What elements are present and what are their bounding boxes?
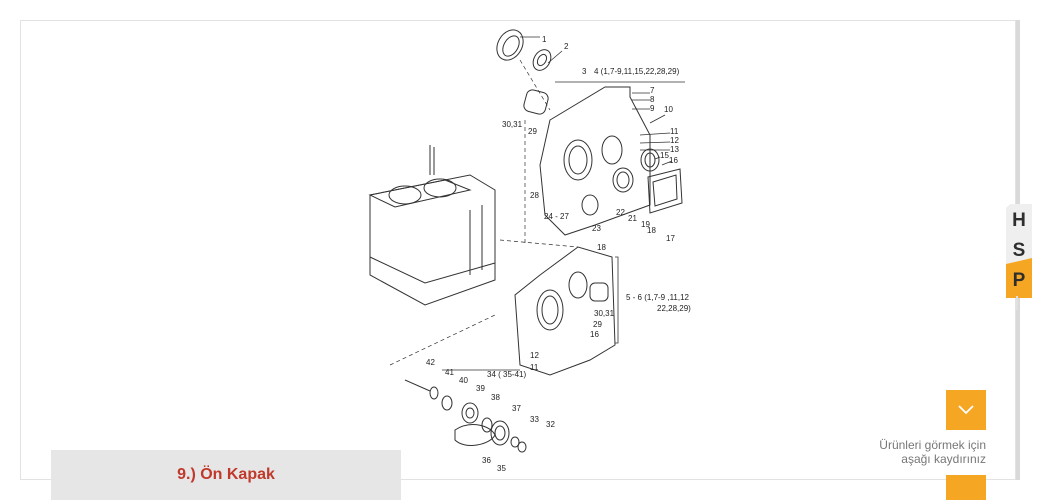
part-label: 12 <box>670 136 679 145</box>
brand-letter-h: H <box>1012 210 1026 231</box>
part-label: 13 <box>670 145 679 154</box>
brand-letter-p: P <box>1012 270 1026 291</box>
part-label: 39 <box>476 384 485 393</box>
part-label: 4 (1,7-9,11,15,22,28,29) <box>594 67 680 76</box>
part-label: 1 <box>542 35 547 44</box>
part-label: 33 <box>530 415 539 424</box>
part-label: 30,31 <box>594 309 615 318</box>
chevron-down-icon <box>958 405 974 415</box>
parts-diagram: 1 2 3 4 (1,7-9,11,15,22,28,29) 7 8 9 10 … <box>368 29 691 473</box>
caption-title: 9.) Ön Kapak <box>177 466 275 483</box>
part-label: 5 - 6 (1,7-9 ,11,12 <box>626 293 690 302</box>
part-label: 8 <box>650 95 655 104</box>
part-labels: 1 2 3 4 (1,7-9,11,15,22,28,29) 7 8 9 10 … <box>426 35 691 473</box>
brand-divider <box>1016 296 1018 310</box>
part-label: 22 <box>616 208 625 217</box>
part-label: 30,31 <box>502 120 523 129</box>
part-label: 40 <box>459 376 468 385</box>
diagram-caption: 9.) Ön Kapak <box>51 450 401 500</box>
part-label: 16 <box>669 156 678 165</box>
part-label: 29 <box>528 127 537 136</box>
part-label: 2 <box>564 42 569 51</box>
product-frame <box>20 20 1016 480</box>
part-label: 29 <box>593 320 602 329</box>
part-label: 32 <box>546 420 555 429</box>
brand-badge <box>1006 204 1032 298</box>
part-label: 22,28,29) <box>657 304 691 313</box>
part-label: 21 <box>628 214 637 223</box>
part-label: 15 <box>660 151 669 160</box>
part-label: 11 <box>530 363 539 372</box>
brand-letter-s: S <box>1012 240 1026 261</box>
part-label: 16 <box>590 330 599 339</box>
part-label: 12 <box>530 351 539 360</box>
scroll-hint-line1: Ürünleri görmek için <box>879 438 986 452</box>
part-label: 23 <box>592 224 601 233</box>
scroll-hint: Ürünleri görmek için aşağı kaydırınız <box>850 438 986 466</box>
hsp-brand-logo[interactable]: H S P <box>1006 204 1032 298</box>
part-label: 18 <box>597 243 606 252</box>
part-label: 10 <box>664 105 673 114</box>
part-label: 9 <box>650 104 655 113</box>
part-label: 18 <box>647 226 656 235</box>
part-label: 41 <box>445 368 454 377</box>
part-label: 3 <box>582 67 587 76</box>
bottom-orange-tab[interactable] <box>946 475 986 500</box>
part-label: 38 <box>491 393 500 402</box>
part-label: 17 <box>666 234 675 243</box>
part-label: 19 <box>641 220 650 229</box>
part-label: 24 - 27 <box>544 212 569 221</box>
part-label: 42 <box>426 358 435 367</box>
part-label: 37 <box>512 404 521 413</box>
scroll-down-button[interactable] <box>946 390 986 430</box>
part-label: 28 <box>530 191 539 200</box>
scroll-hint-line2: aşağı kaydırınız <box>901 452 986 466</box>
part-label: 35 <box>497 464 506 473</box>
part-label: 11 <box>670 127 679 136</box>
part-label: 34 ( 35-41) <box>487 370 526 379</box>
part-label: 7 <box>650 86 655 95</box>
part-label: 36 <box>482 456 491 465</box>
